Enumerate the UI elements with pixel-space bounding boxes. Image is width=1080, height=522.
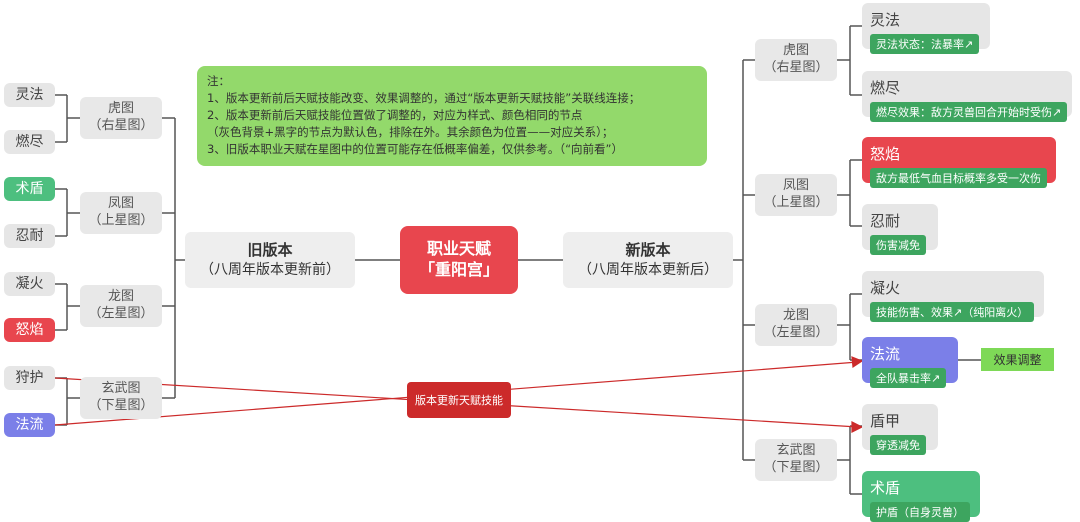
left-leaf-rennai[interactable]: 忍耐 bbox=[4, 224, 55, 248]
right-chart-tortoise[interactable]: 玄武图 （下星图） bbox=[755, 439, 837, 481]
leaf-title: 术盾 bbox=[870, 479, 901, 497]
left-chart-tiger[interactable]: 虎图 （右星图） bbox=[80, 97, 162, 139]
leaf-effect-tag: 灵法状态：法暴率↗ bbox=[870, 34, 980, 54]
note-line: （灰色背景+黑字的节点为默认色，排除在外。其余颜色为位置——对应关系）； bbox=[207, 125, 614, 139]
left-leaf-ninghuo[interactable]: 凝火 bbox=[4, 272, 55, 296]
new-version-title: 新版本 bbox=[625, 241, 671, 260]
right-leaf-lingfa[interactable]: 灵法 灵法状态：法暴率↗ bbox=[862, 3, 990, 54]
chart-position: （左星图） bbox=[88, 306, 154, 321]
leaf-effect-tag: 穿透减免 bbox=[870, 435, 926, 455]
leaf-effect-tag: 伤害减免 bbox=[870, 235, 926, 255]
left-chart-tortoise[interactable]: 玄武图 （下星图） bbox=[80, 377, 162, 419]
chart-name: 玄武图 bbox=[776, 443, 816, 459]
right-leaf-ninghuo[interactable]: 凝火 技能伤害、效果↗（纯阳离火） bbox=[862, 271, 1044, 322]
chart-position: （右星图） bbox=[763, 60, 829, 75]
old-version-subtitle: （八周年版本更新前） bbox=[200, 261, 340, 278]
chart-position: （右星图） bbox=[88, 118, 154, 133]
left-leaf-shudun[interactable]: 术盾 bbox=[4, 177, 55, 201]
note-line: 3、旧版本职业天赋在星图中的位置可能存在低概率偏差，仅供参考。（“向前看”） bbox=[207, 142, 623, 156]
left-leaf-faliu[interactable]: 法流 bbox=[4, 413, 55, 437]
chart-name: 玄武图 bbox=[101, 381, 141, 397]
left-leaf-shouhu[interactable]: 狩护 bbox=[4, 366, 55, 390]
right-leaf-rennai[interactable]: 忍耐 伤害减免 bbox=[862, 204, 938, 255]
leaf-title: 怒焰 bbox=[870, 145, 901, 163]
chart-position: （上星图） bbox=[763, 195, 829, 210]
chart-position: （下星图） bbox=[88, 398, 154, 413]
effect-adjust-label[interactable]: 效果调整 bbox=[981, 348, 1054, 371]
leaf-title: 盾甲 bbox=[870, 412, 901, 430]
leaf-title: 燃尽 bbox=[870, 79, 901, 97]
note-box: 注： 1、版本更新前后天赋技能改变、效果调整的，通过“版本更新天赋技能”关联线连… bbox=[197, 66, 707, 166]
right-leaf-dunjia[interactable]: 盾甲 穿透减免 bbox=[862, 404, 938, 455]
chart-position: （下星图） bbox=[763, 460, 829, 475]
right-leaf-nuyan[interactable]: 怒焰 敌方最低气血目标概率多受一次伤 bbox=[862, 137, 1056, 188]
left-leaf-nuyan[interactable]: 怒焰 bbox=[4, 318, 55, 342]
right-chart-phoenix[interactable]: 凤图 （上星图） bbox=[755, 174, 837, 216]
new-version-subtitle: （八周年版本更新后） bbox=[578, 261, 718, 278]
old-version-title: 旧版本 bbox=[247, 241, 293, 260]
left-leaf-ranjin[interactable]: 燃尽 bbox=[4, 130, 55, 154]
leaf-effect-tag: 敌方最低气血目标概率多受一次伤 bbox=[870, 168, 1047, 188]
right-leaf-faliu[interactable]: 法流 全队暴击率↗ bbox=[862, 337, 958, 388]
chart-name: 龙图 bbox=[107, 289, 134, 305]
root-subtitle: 「重阳宫」 bbox=[418, 260, 499, 279]
leaf-effect-tag: 全队暴击率↗ bbox=[870, 368, 947, 388]
new-version-node[interactable]: 新版本 （八周年版本更新后） bbox=[563, 232, 733, 288]
chart-name: 龙图 bbox=[782, 308, 809, 324]
left-chart-dragon[interactable]: 龙图 （左星图） bbox=[80, 285, 162, 327]
leaf-title: 忍耐 bbox=[870, 212, 901, 230]
root-title: 职业天赋 bbox=[426, 239, 491, 259]
chart-name: 虎图 bbox=[107, 101, 134, 117]
note-line: 1、版本更新前后天赋技能改变、效果调整的，通过“版本更新天赋技能”关联线连接； bbox=[207, 91, 641, 105]
left-chart-phoenix[interactable]: 凤图 （上星图） bbox=[80, 192, 162, 234]
right-chart-dragon[interactable]: 龙图 （左星图） bbox=[755, 304, 837, 346]
leaf-effect-tag: 护盾（自身灵兽） bbox=[870, 502, 970, 522]
chart-position: （左星图） bbox=[763, 325, 829, 340]
old-version-node[interactable]: 旧版本 （八周年版本更新前） bbox=[185, 232, 355, 288]
left-leaf-lingfa[interactable]: 灵法 bbox=[4, 83, 55, 107]
chart-name: 凤图 bbox=[782, 178, 809, 194]
right-chart-tiger[interactable]: 虎图 （右星图） bbox=[755, 39, 837, 81]
relation-label[interactable]: 版本更新天赋技能 bbox=[407, 382, 511, 418]
note-line: 注： bbox=[207, 74, 230, 88]
note-line: 2、版本更新前后天赋技能位置做了调整的，对应为样式、颜色相同的节点 bbox=[207, 108, 583, 122]
leaf-title: 凝火 bbox=[870, 279, 901, 297]
right-leaf-shudun[interactable]: 术盾 护盾（自身灵兽） bbox=[862, 471, 980, 522]
leaf-title: 法流 bbox=[870, 345, 901, 363]
chart-name: 凤图 bbox=[107, 196, 134, 212]
right-leaf-ranjin[interactable]: 燃尽 燃尽效果：敌方灵兽回合开始时受伤↗ bbox=[862, 71, 1072, 122]
chart-position: （上星图） bbox=[88, 213, 154, 228]
leaf-effect-tag: 燃尽效果：敌方灵兽回合开始时受伤↗ bbox=[870, 102, 1068, 122]
leaf-effect-tag: 技能伤害、效果↗（纯阳离火） bbox=[870, 302, 1035, 322]
leaf-title: 灵法 bbox=[870, 11, 901, 29]
root-node[interactable]: 职业天赋 「重阳宫」 bbox=[400, 226, 518, 294]
chart-name: 虎图 bbox=[782, 43, 809, 59]
